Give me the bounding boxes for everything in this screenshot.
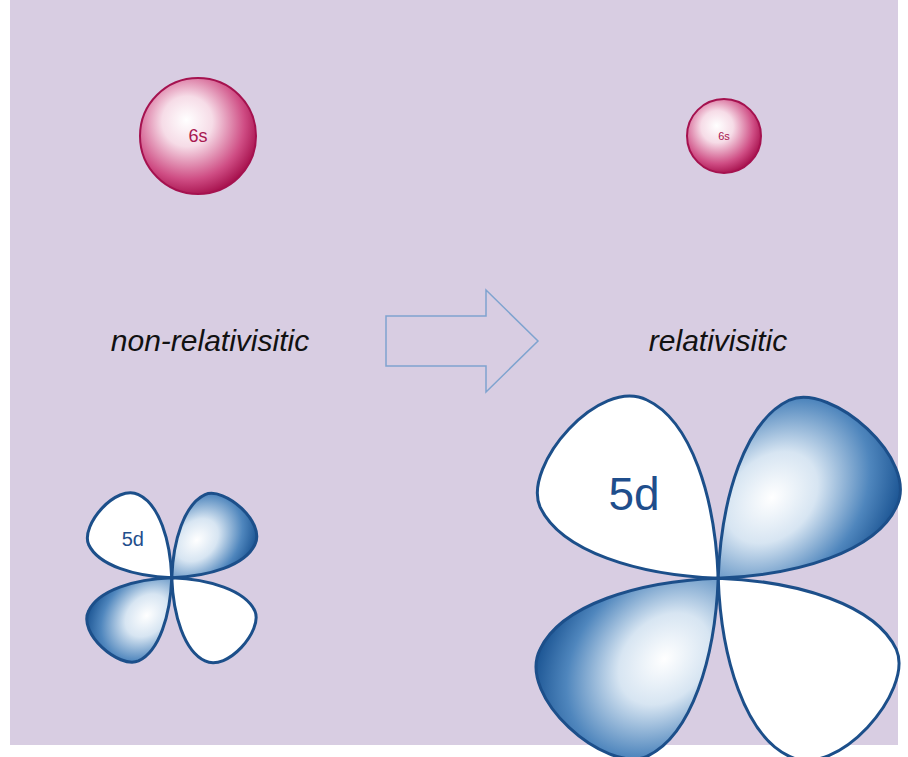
orbital-clover: 5d — [62, 468, 282, 688]
orbital-label: 5d — [122, 529, 144, 549]
regime-label: non-relativisitic — [111, 324, 309, 357]
orbital-label: 6s — [718, 131, 730, 142]
orbital-sphere: 6s — [138, 76, 258, 196]
orbital-clover: 5d — [483, 343, 908, 757]
orbital-label: 5d — [608, 471, 659, 517]
orbital-sphere: 6s — [685, 97, 763, 175]
d-orbital-lobes — [483, 343, 908, 757]
d-orbital-lobes — [62, 468, 282, 688]
regime-label: relativisitic — [649, 324, 787, 357]
orbital-label: 6s — [188, 127, 207, 145]
